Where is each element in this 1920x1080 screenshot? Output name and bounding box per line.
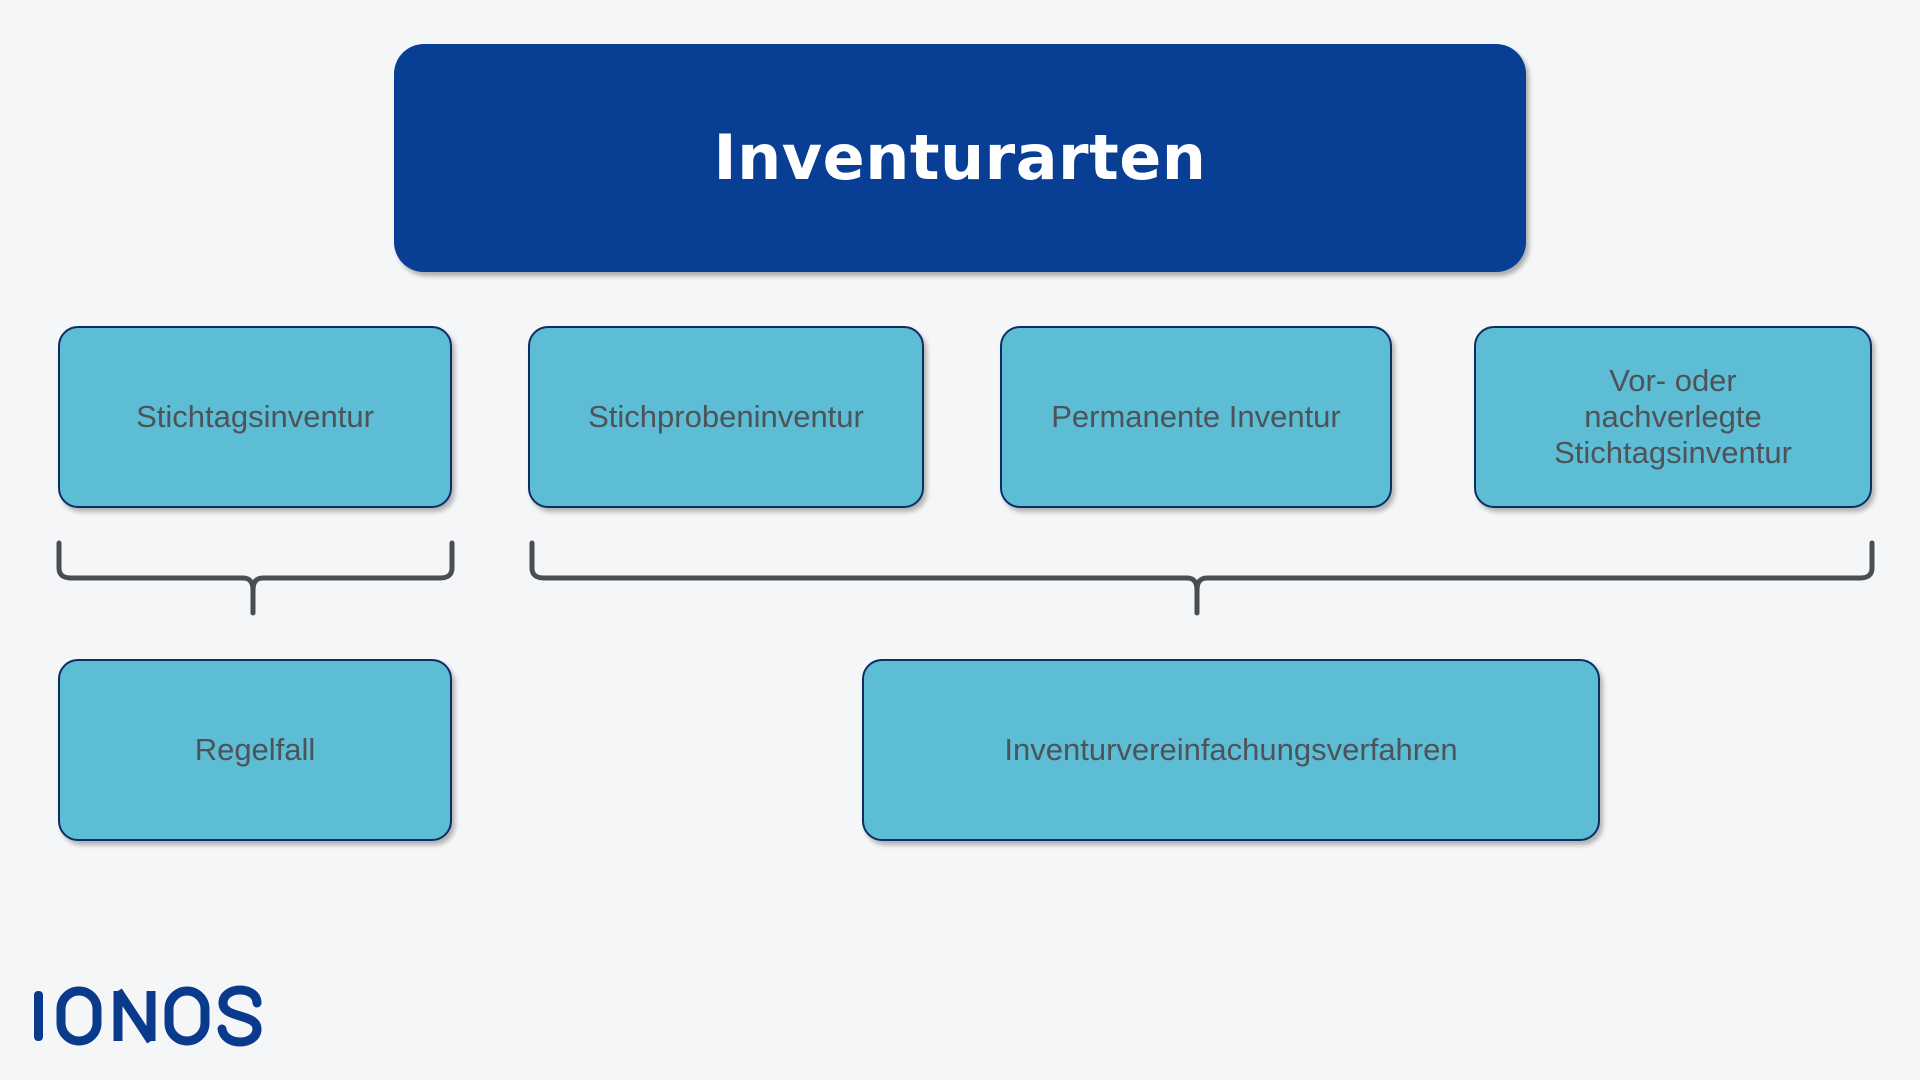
diagram-title-box: Inventurarten <box>394 44 1526 272</box>
node-stichtagsinventur: Stichtagsinventur <box>58 326 452 508</box>
node-label: Stichprobeninventur <box>588 398 864 434</box>
node-permanente-inventur: Permanente Inventur <box>1000 326 1392 508</box>
page-title: Inventurarten <box>713 120 1207 194</box>
node-label: Vor- oder nachverlegte Stichtagsinventur <box>1554 362 1792 471</box>
node-label: Inventurvereinfachungsverfahren <box>1004 731 1458 767</box>
bracket-regelfall <box>56 540 455 616</box>
node-vor-oder-nachverlegte-stichtagsinventur: Vor- oder nachverlegte Stichtagsinventur <box>1474 326 1872 508</box>
node-label: Stichtagsinventur <box>136 398 374 434</box>
ionos-logo <box>34 985 262 1047</box>
node-regelfall: Regelfall <box>58 659 452 841</box>
node-label: Regelfall <box>194 731 316 767</box>
bracket-inventurvereinfachungsverfahren <box>529 540 1875 616</box>
node-inventurvereinfachungsverfahren: Inventurvereinfachungsverfahren <box>862 659 1600 841</box>
node-label: Permanente Inventur <box>1051 398 1341 434</box>
node-stichprobeninventur: Stichprobeninventur <box>528 326 924 508</box>
